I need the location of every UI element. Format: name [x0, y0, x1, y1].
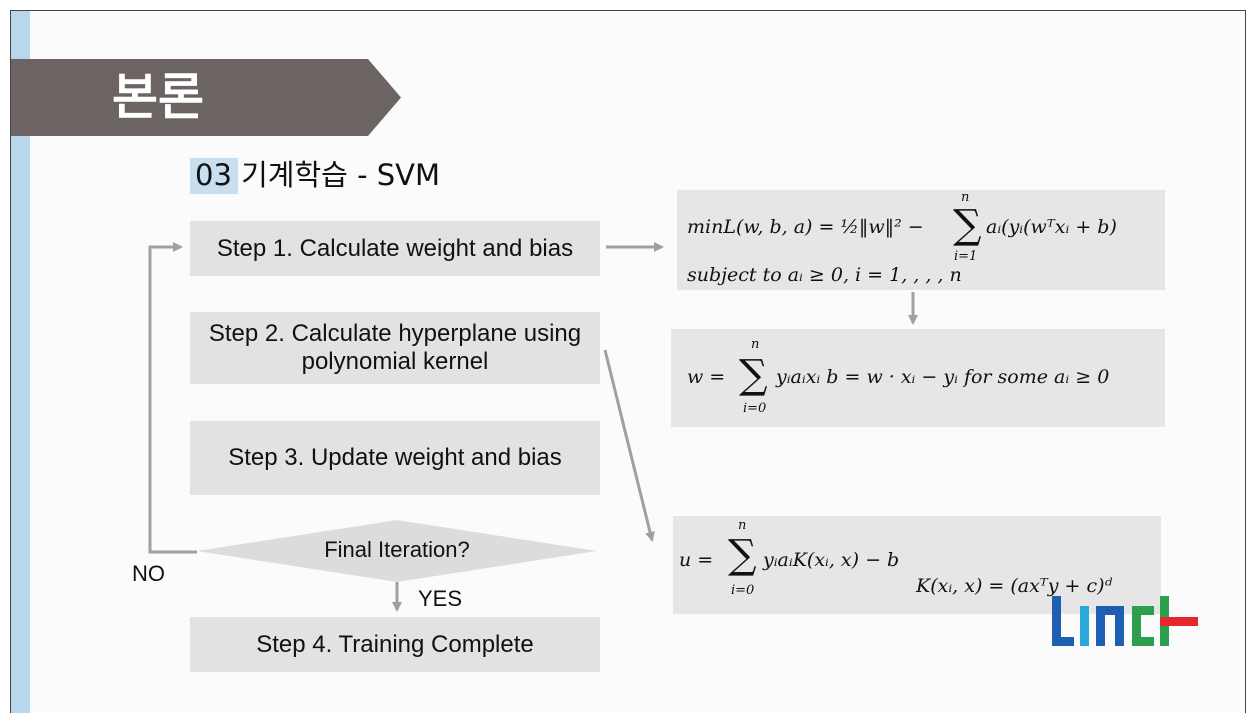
section-title: 기계학습 - SVM	[231, 158, 441, 192]
sigma-lower-limit: i=0	[731, 583, 755, 598]
decision-label: Final Iteration?	[324, 537, 470, 562]
section-heading: 03 기계학습 - SVM	[195, 156, 440, 194]
step-2-label: Step 2. Calculate hyperplane using polyn…	[208, 320, 582, 375]
formula-lagrangian-tail: aᵢ(yᵢ(wᵀxᵢ + b)	[986, 216, 1117, 238]
linc-plus-logo	[1052, 596, 1198, 646]
step-3-box: Step 3. Update weight and bias	[190, 421, 600, 495]
left-accent-stripe	[11, 11, 30, 713]
yes-label: YES	[418, 586, 463, 611]
formula-constraint: subject to aᵢ ≥ 0, i = 1, , , , n	[687, 264, 962, 286]
logo-plus	[1160, 596, 1198, 646]
step-4-label: Step 4. Training Complete	[256, 630, 534, 658]
section-number: 03	[195, 158, 232, 192]
sigma-upper-limit: n	[751, 337, 760, 352]
step-1-box: Step 1. Calculate weight and bias	[190, 221, 600, 276]
sigma-upper-limit: n	[738, 518, 747, 533]
no-label: NO	[132, 561, 165, 586]
logo-letter-i	[1080, 606, 1089, 646]
sigma-symbol: ∑	[728, 532, 757, 578]
section-number-highlight	[190, 158, 238, 194]
slide-title: 본론	[112, 68, 204, 126]
logo-letter-c	[1132, 606, 1154, 646]
formula-box-lagrangian: minL(w, b, a) = ½‖w‖² − n ∑ i=1 aᵢ(yᵢ(wᵀ…	[677, 190, 1165, 290]
formula-decision-lhs: u =	[679, 549, 714, 571]
sigma-lower-limit: i=1	[954, 249, 978, 264]
step-1-label: Step 1. Calculate weight and bias	[216, 234, 574, 262]
logo-letter-l	[1052, 596, 1074, 646]
formula-lagrangian-head: minL(w, b, a) = ½‖w‖² −	[687, 216, 924, 238]
formula-box-kernel: u = n ∑ i=0 yᵢaᵢK(xᵢ, x) − b K(xᵢ, x) = …	[673, 516, 1161, 614]
formula-decision-rhs: yᵢaᵢK(xᵢ, x) − b	[763, 549, 900, 571]
formula-weight-rhs: yᵢaᵢxᵢ b = w · xᵢ − yᵢ for some aᵢ ≥ 0	[776, 366, 1110, 388]
step-4-box: Step 4. Training Complete	[190, 617, 600, 672]
step-2-box: Step 2. Calculate hyperplane using polyn…	[190, 312, 600, 384]
sigma-symbol: ∑	[739, 352, 768, 398]
formula-polynomial-kernel: K(xᵢ, x) = (axᵀy + c)ᵈ	[916, 575, 1113, 597]
sigma-symbol: ∑	[953, 202, 982, 248]
sigma-lower-limit: i=0	[743, 401, 767, 416]
title-banner	[11, 59, 401, 136]
logo-letter-n	[1096, 606, 1124, 646]
sigma-upper-limit: n	[961, 190, 970, 205]
step-3-label: Step 3. Update weight and bias	[228, 444, 562, 471]
formula-weight-lhs: w =	[687, 366, 726, 388]
formula-box-weight-bias: w = n ∑ i=0 yᵢaᵢxᵢ b = w · xᵢ − yᵢ for s…	[671, 329, 1165, 427]
